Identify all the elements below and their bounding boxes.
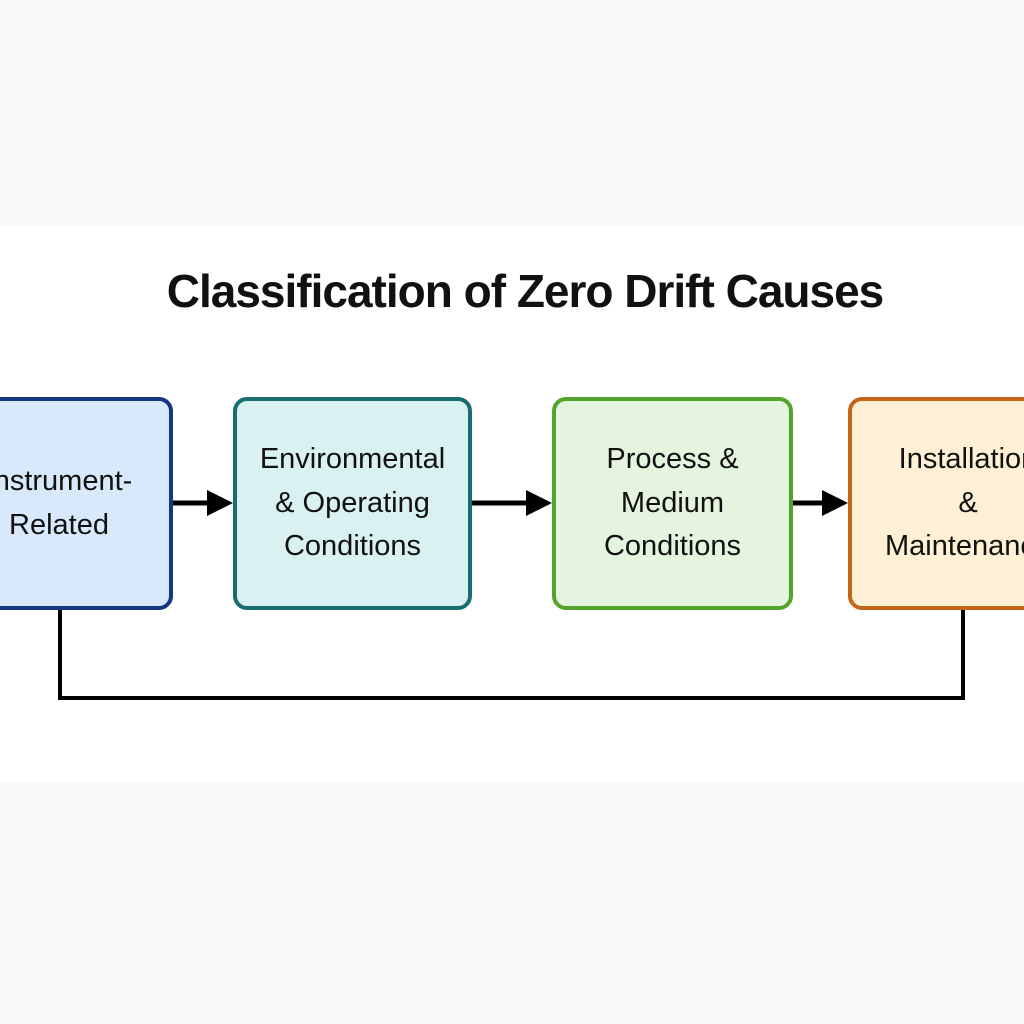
- bottom-return-connector-line: [58, 610, 965, 700]
- flow-arrow-icon: [173, 490, 233, 516]
- node-process-medium: Process & Medium Conditions: [552, 397, 793, 610]
- node-instrument-related: Instrument- Related: [0, 397, 173, 610]
- node-installation-maintenance: Installation & Maintenance: [848, 397, 1024, 610]
- diagram-title: Classification of Zero Drift Causes: [166, 265, 885, 317]
- node-label: Environmental & Operating Conditions: [259, 443, 446, 563]
- node-label: Process & Medium Conditions: [603, 443, 742, 563]
- flow-arrow-icon: [793, 490, 848, 516]
- node-label: Instrument- Related: [0, 465, 133, 541]
- flow-arrow-icon: [472, 490, 552, 516]
- node-label: Installation & Maintenance: [884, 443, 1024, 563]
- node-environmental-operating: Environmental & Operating Conditions: [233, 397, 472, 610]
